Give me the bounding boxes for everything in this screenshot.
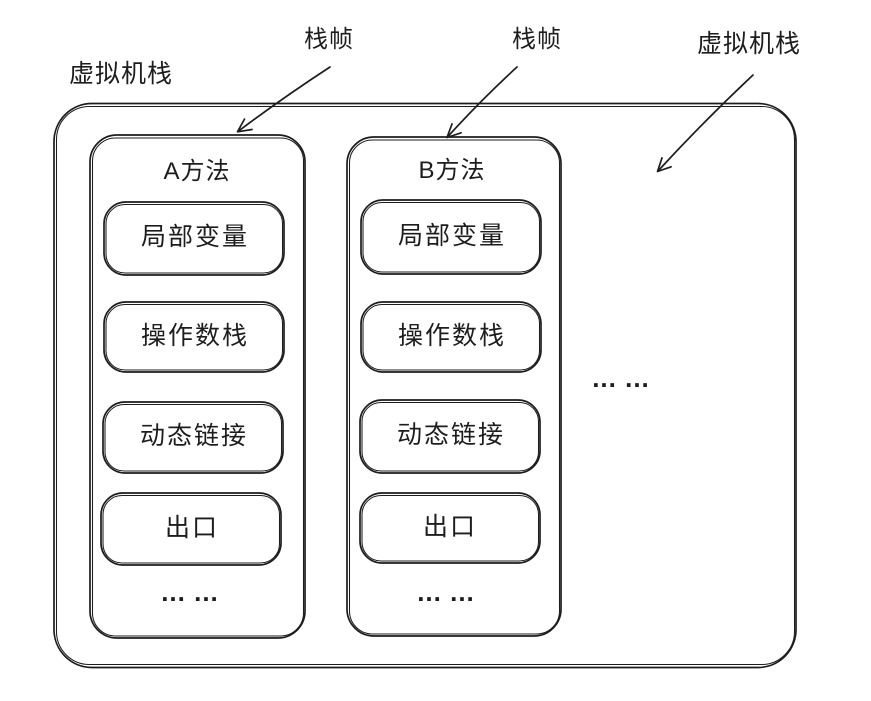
- frame-b-slot-operand-stack: 操作数栈: [397, 322, 507, 350]
- stack-frame-label-1: 栈帧: [304, 26, 354, 53]
- frame-b-slot-exit: 出口: [422, 513, 478, 541]
- frame-b-ellipsis: ... ...: [417, 577, 475, 607]
- more-frames-ellipsis: ... ...: [592, 363, 650, 393]
- frame-a-box: [89, 134, 306, 639]
- frame-b-box: [346, 136, 562, 637]
- vm-stack-label-left: 虚拟机栈: [68, 60, 174, 88]
- frame-a-slot-dynamic-link: 动态链接: [139, 422, 249, 450]
- frame-a-slot-operand-stack: 操作数栈: [140, 322, 250, 350]
- arrow-vm-stack: [656, 74, 754, 173]
- frame-a-slot-exit: 出口: [164, 514, 220, 542]
- frame-b-title: B方法: [418, 157, 486, 184]
- frame-b-slot-dynamic-link: 动态链接: [396, 421, 506, 449]
- frame-a-title: A方法: [163, 158, 231, 185]
- arrow-stack-frame-to-b: [446, 66, 518, 139]
- vm-stack-label-right: 虚拟机栈: [696, 30, 802, 58]
- frame-a-slot-local-vars: 局部变量: [140, 223, 250, 251]
- stack-frame-label-2: 栈帧: [512, 26, 562, 53]
- vm-stack-outer-box: [53, 102, 797, 669]
- frame-a-slot-boxes: [100, 201, 285, 566]
- frame-b-slot-boxes: [359, 199, 542, 564]
- frame-a-ellipsis: ... ...: [161, 577, 219, 607]
- arrow-stack-frame-to-a: [236, 66, 331, 133]
- frame-b-slot-local-vars: 局部变量: [397, 222, 507, 250]
